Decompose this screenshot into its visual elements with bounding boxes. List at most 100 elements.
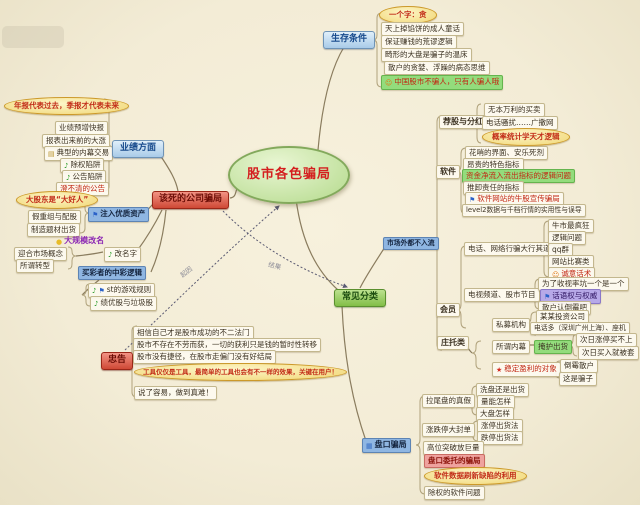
target-item-1[interactable]: 倒霉散户 bbox=[560, 359, 598, 373]
node-limit-orders[interactable]: 涨跌停大封单 bbox=[422, 423, 475, 437]
lottery-item-1[interactable]: ♪⚑st的游戏规则 bbox=[88, 283, 156, 299]
lottery-item-1-label: st的游戏规则 bbox=[106, 285, 152, 294]
branch-classification-label: 常见分类 bbox=[342, 292, 379, 302]
phone-item-3-label: qq群 bbox=[552, 245, 570, 254]
performance-item-1[interactable]: 业绩预增快报 bbox=[55, 121, 108, 135]
tv-item-2[interactable]: ⚑话语权与权威 bbox=[540, 289, 602, 305]
node-order-book-scams[interactable]: ▦盘口骗局 bbox=[362, 438, 411, 454]
software-item-5-label: 软件网站的牛股宣传骗局 bbox=[477, 194, 560, 203]
phone-item-4-label: 网站比赛类 bbox=[552, 257, 590, 266]
software-item-1-label: 花哨的界面、安乐死剂 bbox=[469, 148, 544, 157]
survival-item-3-label: 畸形的大盘是骗子的温床 bbox=[385, 50, 468, 59]
node-membership[interactable]: 会员 bbox=[436, 303, 460, 318]
connector-otc-classification bbox=[359, 246, 386, 289]
node-phone-scam[interactable]: 电话、网络行骗大行其道 bbox=[464, 242, 555, 256]
survival-item-4[interactable]: 散户的贪婪、浮躁的病态思维 bbox=[384, 61, 490, 75]
note-major-shareholder[interactable]: 大股东是“大好人” bbox=[16, 191, 99, 209]
branch-performance[interactable]: 业绩方面 bbox=[112, 140, 165, 158]
rename-item-2[interactable]: 所谓转型 bbox=[16, 259, 54, 273]
advice-item-5[interactable]: 说了容易，做到真难！ bbox=[134, 386, 217, 400]
note-annual-report[interactable]: 年报代表过去，季报才代表未来 bbox=[4, 97, 129, 115]
survival-item-3[interactable]: 畸形的大盘是骗子的温床 bbox=[381, 48, 472, 62]
survival-item-1[interactable]: 天上掉馅饼的成人童话 bbox=[381, 22, 464, 36]
note-annual-report-label: 年报代表过去，季报才代表未来 bbox=[14, 101, 119, 110]
cover-item-2[interactable]: 次日买入就被套 bbox=[578, 346, 639, 360]
note-major-shareholder-label: 大股东是“大好人” bbox=[26, 195, 89, 204]
branch-classification[interactable]: 常见分类 bbox=[334, 289, 387, 307]
node-inject-assets-label: 注入优质资产 bbox=[100, 209, 146, 218]
node-profit-targets[interactable]: ★稳定盈利的对象 bbox=[492, 362, 561, 378]
note-probability[interactable]: 概率统计学天才逻辑 bbox=[482, 128, 570, 146]
music-icon: ♪ bbox=[94, 300, 99, 308]
note-mass-rename[interactable]: ●大规模改名 bbox=[56, 236, 104, 247]
phone-item-1-label: 牛市最疯狂 bbox=[552, 221, 590, 230]
panel-item-2[interactable]: 盘口委托的骗局 bbox=[424, 454, 485, 468]
survival-item-2[interactable]: 保证赚钱的荒谬逻辑 bbox=[381, 35, 457, 49]
asset-item-1-label: 假重组与配股 bbox=[32, 212, 77, 221]
node-tv-programs[interactable]: 电视频道、股市节目 bbox=[464, 288, 540, 302]
node-private-equity[interactable]: 私募机构 bbox=[492, 318, 530, 332]
tail-item-3-label: 大盘怎样 bbox=[480, 409, 510, 418]
software-item-5[interactable]: ⚑软件网站的牛股宣传骗局 bbox=[465, 192, 564, 208]
tv-item-1-label: 为了收视率坑一个是一个 bbox=[542, 279, 625, 288]
survival-item-5[interactable]: ☺中国股市不骗人，只有人骗人哦 bbox=[381, 75, 504, 91]
branch-company-scams-label: 该死的公司骗局 bbox=[159, 194, 223, 204]
node-software[interactable]: 软件 bbox=[436, 165, 460, 180]
software-item-6[interactable]: level2数据与千档行情的实用性与误导 bbox=[462, 204, 586, 217]
note-software-defect[interactable]: 软件数据刷新缺陷的利用 bbox=[424, 467, 527, 485]
note-mass-rename-label: 大规模改名 bbox=[64, 236, 105, 245]
node-banker-shill[interactable]: 庄托类 bbox=[437, 336, 469, 351]
pe-item-2-label: 电话多（深圳广州上海）、座机 bbox=[534, 324, 626, 332]
node-lottery-logic-label: 买彩者的中彩逻辑 bbox=[82, 268, 142, 277]
bracket-lottery bbox=[81, 283, 91, 307]
node-tail-pull[interactable]: 拉尾盘的真假 bbox=[422, 394, 475, 408]
node-rename-label: 改名字 bbox=[114, 249, 137, 258]
performance-item-1-label: 业绩预增快报 bbox=[59, 123, 104, 132]
survival-item-1-label: 天上掉馅饼的成人童话 bbox=[385, 24, 460, 33]
node-software-label: 软件 bbox=[440, 167, 456, 176]
node-cover-unload[interactable]: 掩护出货 bbox=[534, 340, 572, 354]
center-topic[interactable]: 股市各色骗局 bbox=[228, 146, 350, 204]
target-item-2[interactable]: 这是骗子 bbox=[559, 372, 597, 386]
advice-item-4[interactable]: 工具仅仅是工具，最简单的工具也会有不一样的效果，关键在用户！ bbox=[134, 363, 347, 382]
limit-item-1-label: 涨停出货法 bbox=[481, 421, 519, 430]
note-one-word-greed-label: 一个字：贪 bbox=[389, 10, 427, 19]
connector-panel-classification bbox=[341, 305, 367, 442]
node-off-market[interactable]: 市场外都不入流 bbox=[383, 237, 439, 250]
note-icon: ▤ bbox=[48, 150, 55, 158]
advice-item-3[interactable]: 股市没有捷径，在股市走偏门没有好结局 bbox=[133, 350, 276, 364]
node-limit-orders-label: 涨跌停大封单 bbox=[426, 425, 471, 434]
branch-survival[interactable]: 生存条件 bbox=[323, 31, 376, 49]
node-insider-info[interactable]: 所谓内幕 bbox=[492, 340, 530, 354]
branch-advice[interactable]: 忠告 bbox=[101, 352, 134, 370]
performance-item-4-label: 除权陷阱 bbox=[70, 160, 101, 169]
branch-company-scams[interactable]: 该死的公司骗局 bbox=[152, 191, 230, 209]
node-stock-tips[interactable]: 荐股与分红 bbox=[439, 115, 487, 130]
bracket-banker bbox=[471, 340, 482, 370]
limit-item-2[interactable]: 跌停出货法 bbox=[477, 431, 523, 445]
connector-center-survival bbox=[317, 46, 345, 151]
connector-performance-company bbox=[159, 154, 179, 192]
tv-item-2-label: 话语权与权威 bbox=[552, 291, 598, 300]
advice-item-1-label: 相信自己才是股市成功的不二法门 bbox=[137, 328, 250, 337]
star-icon: ★ bbox=[496, 366, 503, 374]
asset-item-2[interactable]: 制造题材出货 bbox=[27, 223, 80, 237]
panel-item-1[interactable]: 高位突破放巨量 bbox=[423, 441, 484, 455]
asset-item-1[interactable]: 假重组与配股 bbox=[28, 210, 81, 224]
software-item-2-label: 昂贵的特色指标 bbox=[467, 160, 520, 169]
smiley-icon: ☺ bbox=[385, 79, 393, 87]
performance-item-6-label: 澄不清的公告 bbox=[60, 184, 105, 193]
cover-item-1[interactable]: 次日涨停买不上 bbox=[576, 333, 637, 347]
node-rename[interactable]: ♪改名字 bbox=[104, 247, 141, 263]
software-item-6-label: level2数据与千档行情的实用性与误导 bbox=[466, 206, 582, 214]
music-icon: ♪ bbox=[64, 162, 69, 170]
phone-item-3[interactable]: qq群 bbox=[548, 243, 574, 257]
tips-item-1[interactable]: 无本万利的买卖 bbox=[484, 103, 545, 117]
node-lottery-logic[interactable]: 买彩者的中彩逻辑 bbox=[78, 266, 146, 280]
node-inject-assets[interactable]: ⚑注入优质资产 bbox=[88, 207, 150, 223]
advice-item-5-label: 说了容易，做到真难！ bbox=[138, 388, 213, 397]
tips-item-1-label: 无本万利的买卖 bbox=[488, 105, 541, 114]
dot-icon: ● bbox=[56, 238, 63, 246]
panel-item-3[interactable]: 除权的软件问题 bbox=[424, 486, 485, 500]
lottery-item-2[interactable]: ♪绩优股与垃圾股 bbox=[90, 296, 157, 312]
